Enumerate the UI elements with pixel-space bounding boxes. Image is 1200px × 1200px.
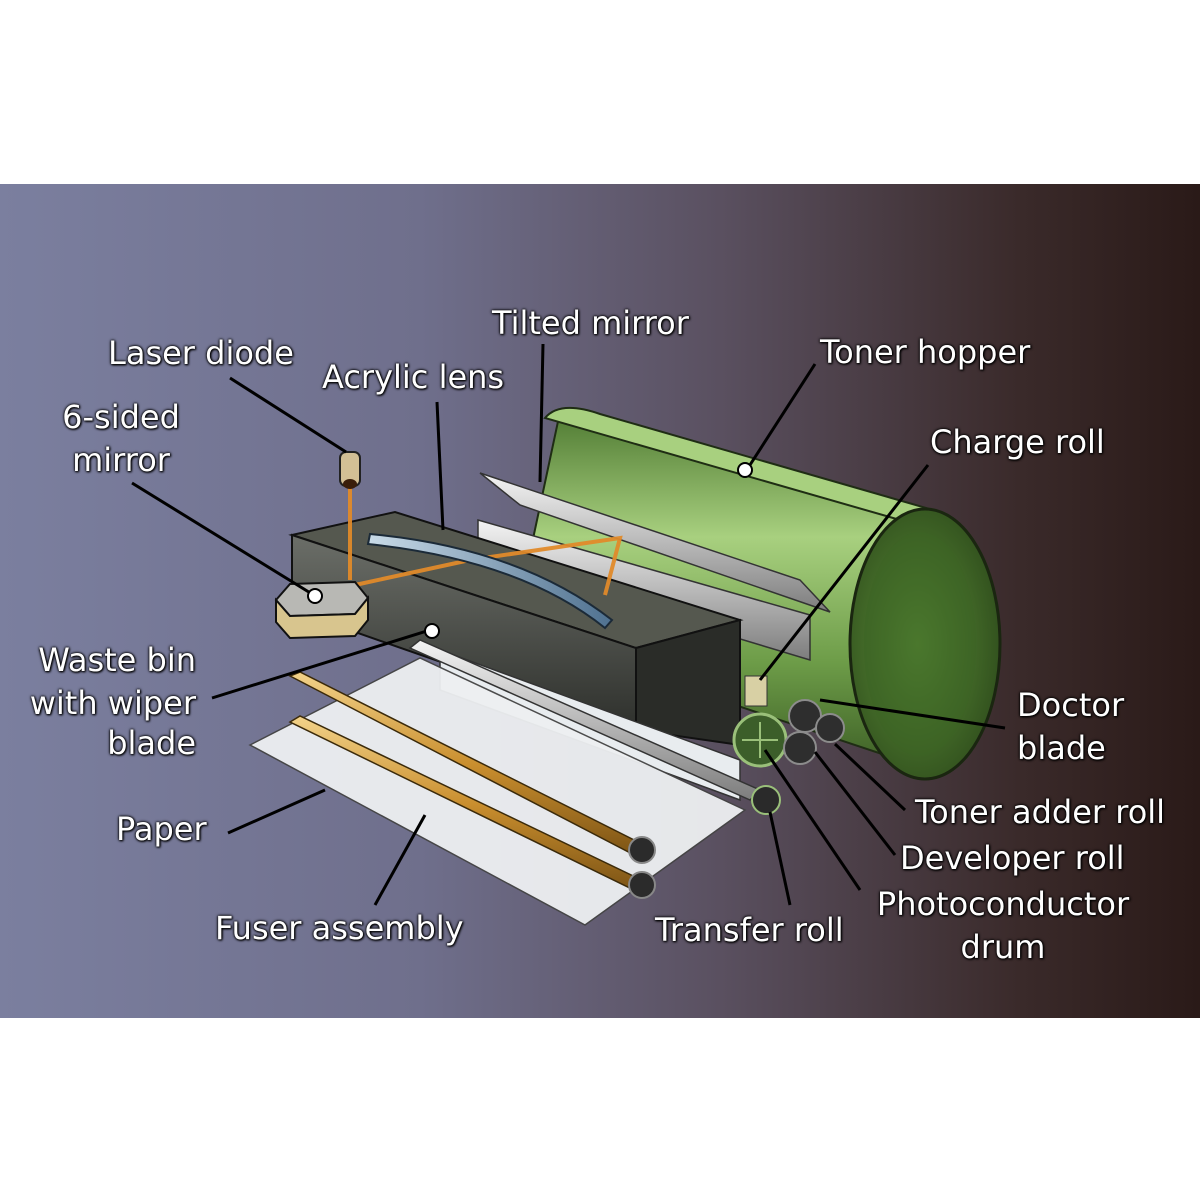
label-paper: Paper bbox=[116, 810, 207, 848]
label-waste-bin-line3: blade bbox=[107, 724, 196, 762]
acrylic-lens-shape bbox=[366, 532, 614, 630]
label-doctor-blade-line1: Doctor bbox=[1017, 686, 1125, 724]
leader-lines bbox=[131, 343, 1006, 906]
label-fuser-assembly: Fuser assembly bbox=[215, 909, 464, 947]
label-charge-roll: Charge roll bbox=[930, 423, 1105, 461]
label-photoconductor-drum-line1: Photoconductor bbox=[876, 885, 1130, 923]
label-doctor-blade-line2: blade bbox=[1017, 729, 1106, 767]
label-acrylic-lens: Acrylic lens bbox=[322, 358, 505, 396]
laser-printer-illustration bbox=[131, 343, 1006, 926]
hexagonal-mirror-shape bbox=[274, 580, 370, 640]
label-6-sided-mirror-line1: 6-sided bbox=[62, 398, 180, 436]
label-toner-hopper: Toner hopper bbox=[820, 333, 1031, 371]
label-waste-bin-line2: with wiper bbox=[29, 684, 196, 722]
laser-beam-shape bbox=[348, 488, 623, 596]
label-tilted-mirror: Tilted mirror bbox=[492, 304, 689, 342]
tilted-mirror-shape bbox=[479, 472, 831, 613]
fuser-rolls-shape bbox=[288, 671, 656, 899]
callout-dots bbox=[307, 462, 753, 639]
label-developer-roll: Developer roll bbox=[900, 839, 1125, 877]
label-waste-bin-line1: Waste bin bbox=[38, 641, 196, 679]
transfer-roll-shape bbox=[408, 639, 781, 815]
label-laser-diode: Laser diode bbox=[108, 334, 294, 372]
laser-diode-shape bbox=[339, 451, 361, 489]
label-photoconductor-drum-line2: drum bbox=[960, 928, 1046, 966]
label-6-sided-mirror-line2: mirror bbox=[72, 441, 170, 479]
roller-cluster-shape bbox=[732, 675, 845, 768]
label-toner-adder-roll: Toner adder roll bbox=[915, 793, 1166, 831]
diagram-panel bbox=[0, 184, 1200, 1018]
label-transfer-roll: Transfer roll bbox=[655, 911, 844, 949]
